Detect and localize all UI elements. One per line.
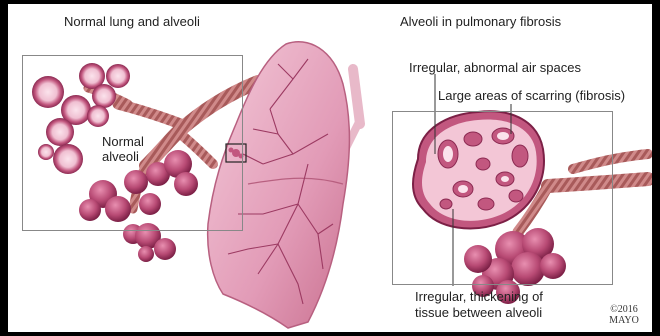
normal-lung-title: Normal lung and alveoli bbox=[64, 14, 200, 30]
copyright-owner: MAYO bbox=[604, 315, 644, 326]
scarring-label: Large areas of scarring (fibrosis) bbox=[438, 88, 625, 104]
thickening-label-line1: Irregular, thickening of bbox=[415, 289, 543, 305]
normal-alveoli-label-line2: alveoli bbox=[102, 149, 139, 165]
thickening-label-line2: tissue between alveoli bbox=[415, 305, 542, 321]
copyright: ©2016 MAYO bbox=[604, 304, 644, 326]
normal-alveoli-label-line1: Normal bbox=[102, 134, 144, 150]
fibrosis-box bbox=[392, 111, 613, 285]
air-spaces-label: Irregular, abnormal air spaces bbox=[409, 60, 581, 76]
fibrosis-title: Alveoli in pulmonary fibrosis bbox=[400, 14, 561, 30]
copyright-year: ©2016 bbox=[604, 304, 644, 315]
diagram-frame: Normal lung and alveoli Normal alveoli A… bbox=[8, 4, 652, 332]
